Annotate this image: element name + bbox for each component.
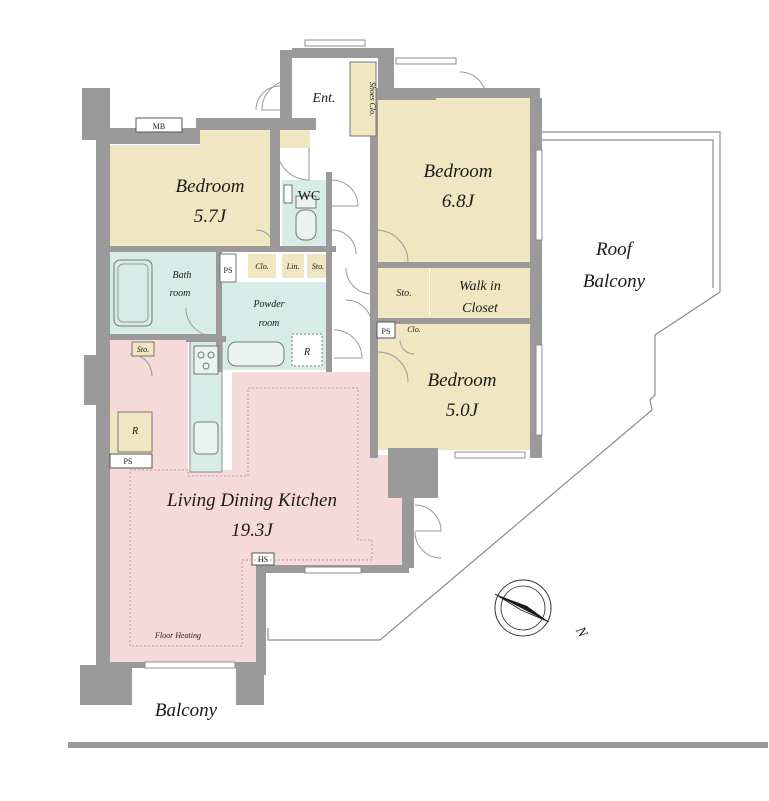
shoes-closet-box: [349, 61, 377, 137]
powder-room-line1: Powder: [252, 299, 284, 310]
bathroom-line1: Bath: [173, 270, 192, 281]
shoes-closet-label: Shoes Clo.: [368, 82, 377, 116]
toilet: [295, 209, 317, 241]
sink: [227, 341, 285, 367]
windows: [144, 39, 543, 669]
sto-wc-label: Sto.: [312, 262, 324, 271]
lin-label: Lin.: [286, 262, 300, 271]
labels: Bedroom 5.7J Bedroom 6.8J Bedroom 5.0J L…: [124, 82, 646, 721]
hs-label: HS: [258, 555, 268, 564]
sto-kitchen-box: [131, 341, 155, 357]
ps-kitchen-label: PS: [124, 457, 133, 466]
floor-heating-area: [129, 387, 373, 647]
doors: [129, 71, 487, 559]
bedroom-upper-right-size: 6.8J: [442, 191, 476, 212]
bedroom-lower-right-size: 5.0J: [446, 400, 480, 421]
entrance-label: Ent.: [312, 91, 336, 106]
hs-box: [251, 552, 275, 566]
ldk-size: 19.3J: [231, 520, 274, 541]
roof-balcony-line2: Balcony: [583, 271, 646, 292]
balcony-label: Balcony: [155, 700, 218, 721]
bathroom-line2: room: [170, 288, 191, 299]
floor-heating-label: Floor Heating: [154, 631, 201, 640]
ldk-fill: [100, 340, 402, 665]
mb-box: [135, 117, 183, 133]
north-label: N: [572, 624, 590, 641]
bedroom-lower-right-fill: [376, 322, 530, 450]
ps-bath-box: [219, 253, 237, 283]
bedroom-upper-right-fill: [376, 98, 530, 265]
bedroom-lower-right-name: Bedroom: [428, 370, 497, 391]
fixtures: [109, 61, 396, 566]
ldk-name: Living Dining Kitchen: [166, 490, 337, 511]
walk-in-closet-fill: [430, 268, 530, 320]
sto-right-fill: [377, 268, 429, 320]
mb-label: MB: [153, 122, 165, 131]
compass-icon: [494, 579, 552, 637]
ps-kitchen-box: [109, 453, 153, 469]
bedroom-left-name: Bedroom: [176, 176, 245, 197]
bedroom-left-size: 5.7J: [194, 206, 228, 227]
bedroom-upper-right-name: Bedroom: [424, 161, 493, 182]
sto-right-label: Sto.: [396, 288, 411, 299]
clo-right-label: Clo.: [407, 325, 421, 334]
roof-balcony-line1: Roof: [595, 239, 635, 260]
ps-right-label: PS: [382, 327, 391, 336]
stove: [193, 345, 219, 375]
r-kitchen-label: R: [131, 426, 138, 437]
clo-left-label: Clo.: [255, 262, 269, 271]
ps-right-box: [376, 321, 396, 339]
r-powder-label: R: [303, 347, 310, 358]
kitchen-sink: [193, 421, 219, 455]
sto-kitchen-label: Sto.: [137, 345, 149, 354]
fridge-powder: [291, 333, 323, 367]
roof-balcony-area: [267, 131, 721, 641]
wc-label: WC: [298, 189, 321, 204]
powder-room-line2: room: [259, 318, 280, 329]
fridge-kitchen: [117, 411, 153, 453]
bathtub: [113, 259, 153, 327]
walk-in-closet-line2: Closet: [462, 301, 499, 316]
ps-bath-label: PS: [224, 266, 233, 275]
bedroom-left-fill: [108, 145, 280, 250]
walk-in-closet-line1: Walk in: [459, 279, 501, 294]
